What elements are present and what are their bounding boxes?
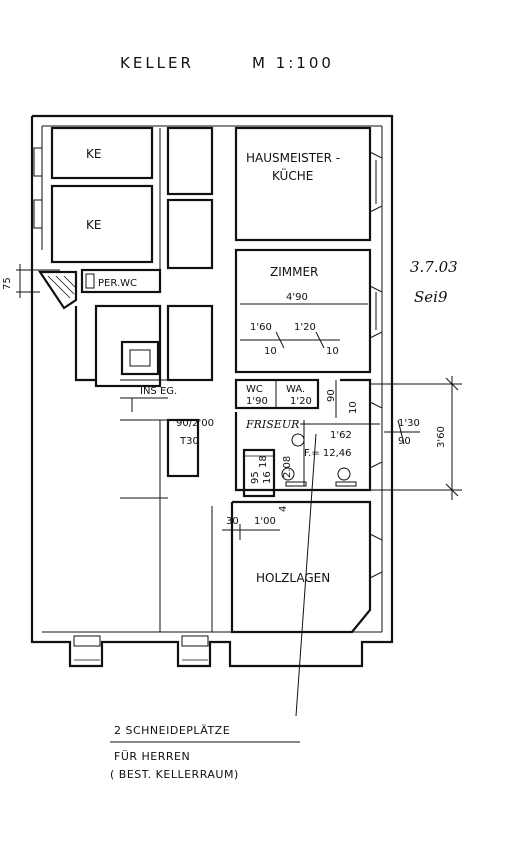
friseur-label: FRISEUR [245,418,299,431]
dim-95: 95 [250,471,261,484]
zimmer-label: ZIMMER [270,265,318,279]
dim-10a: 10 [264,346,277,357]
plan-title: KELLER [120,54,194,72]
wc-label: WC [246,384,263,395]
dim-120a: 1'20 [294,322,316,333]
plan-scale: M 1:100 [252,54,334,72]
dim-16: 16 [262,471,273,484]
note-line-1: 2 SCHNEIDEPLÄTZE [114,724,230,737]
wa-label: WA. [286,384,305,395]
room-holzlagen: HOLZLAGEN [230,500,383,634]
dim-90a: 90 [326,389,337,402]
dim-360: 3'60 [436,426,447,448]
dim-90-200: 90/2'00 [176,418,214,429]
per-wc-area: PER.WC 75 [2,264,162,310]
dim-490: 4'90 [286,292,308,303]
note-line-3: ( BEST. KELLERRAUM) [110,768,239,781]
holzlagen-label: HOLZLAGEN [256,571,330,585]
bottom-dimension-friseur: 30 1'00 [222,516,280,540]
dim-208: 2.08 [282,456,293,478]
room-ke-1-label: KE [86,147,101,161]
dim-160: 1'60 [250,322,272,333]
dim-75-left: 75 [2,277,13,290]
room-ke-2-label: KE [86,218,101,232]
ins-eg-label: INS EG. [140,386,177,397]
dim-t30: T30 [179,436,199,447]
right-dimension-chain: 1'30 90 3'60 [370,376,462,500]
dim-4: 4 [278,506,289,512]
room-zimmer: ZIMMER 4'90 1'60 1'20 10 10 [234,248,383,374]
stair-ins-eg: INS EG. [74,304,177,412]
dim-18: 18 [258,455,269,468]
note-line-2: FÜR HERREN [114,750,190,763]
room-wc-wa: WC WA. 1'90 1'20 [234,378,320,410]
dim-190: 1'90 [246,396,268,407]
date-annotation: 3.7.03 [410,258,458,276]
room-ke-1: KE [50,126,154,180]
dim-10b: 10 [326,346,339,357]
dim-130: 1'30 [398,418,420,429]
dim-100: 1'00 [254,516,276,527]
hausmeister-label-1: HAUSMEISTER - [246,151,340,165]
room-friseur: 90 10 FRISEUR 1'62 F.= 12,46 2.08 95 16 … [234,378,383,512]
dim-120b: 1'20 [290,396,312,407]
per-wc-label: PER.WC [98,278,137,289]
room-hausmeister-kueche: HAUSMEISTER - KÜCHE [234,126,383,242]
left-windows [33,147,43,229]
note-leader-line [295,433,317,717]
dim-162: 1'62 [330,430,352,441]
left-lower-area [73,419,213,661]
area-label: F.= 12,46 [304,448,352,459]
signature: Sei9 [414,288,448,306]
corridor-column [159,126,214,478]
hausmeister-label-2: KÜCHE [272,167,313,183]
dim-10c: 10 [348,401,359,414]
dim-90b: 90 [398,436,411,447]
room-ke-2: KE [50,184,154,264]
